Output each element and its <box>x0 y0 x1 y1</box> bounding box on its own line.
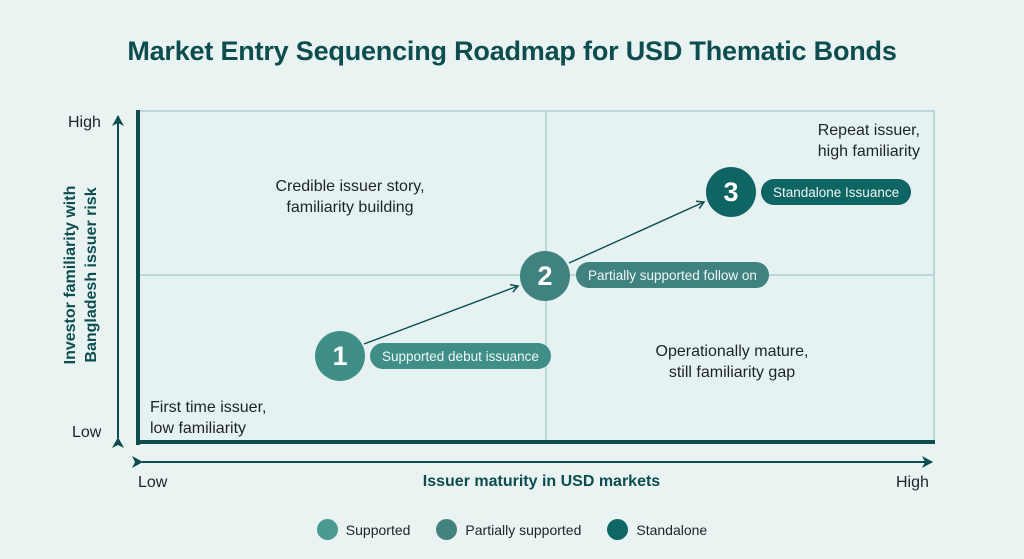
x-axis-title: Issuer maturity in USD markets <box>422 473 661 490</box>
quadrant-top-left-label: Credible issuer story, familiarity build… <box>275 178 425 216</box>
quadrant-top-right-label: Repeat issuer, high familiarity <box>817 122 920 160</box>
step-3-label-pill: Standalone Issuance <box>761 179 912 205</box>
legend-label: Standalone <box>636 521 708 538</box>
step-2-node: 2 <box>520 251 570 301</box>
step-2-label-pill: Partially supported follow on <box>576 262 769 288</box>
legend-swatch-supported <box>316 519 338 540</box>
right-border-gridline <box>933 110 935 442</box>
legend-swatch-standalone <box>607 519 629 540</box>
y-axis-low-label: Low <box>72 424 102 441</box>
step-1-label-pill: Supported debut issuance <box>370 343 551 369</box>
legend: Supported Partially supported Standalone <box>0 519 1024 540</box>
y-axis-frame <box>136 110 140 445</box>
arrow-step2-to-step3 <box>568 200 706 264</box>
legend-label: Supported <box>345 521 411 538</box>
x-axis-frame <box>136 440 935 444</box>
step-3-node: 3 <box>706 167 756 217</box>
arrow-step1-to-step2 <box>363 283 520 345</box>
x-axis-low-label: Low <box>138 474 168 491</box>
quadrant-bottom-left-label: First time issuer, low familiarity <box>150 399 267 437</box>
step-1-node: 1 <box>315 331 365 381</box>
legend-item-partially-supported: Partially supported <box>436 519 581 540</box>
top-border-gridline <box>138 110 935 112</box>
legend-item-supported: Supported <box>316 519 411 540</box>
legend-item-standalone: Standalone <box>607 519 707 540</box>
legend-swatch-partially-supported <box>436 519 458 540</box>
legend-label: Partially supported <box>465 521 582 538</box>
y-axis-high-label: High <box>68 114 101 131</box>
quadrant-bottom-right-label: Operationally mature, still familiarity … <box>655 343 809 381</box>
x-axis-high-label: High <box>896 474 929 491</box>
diagram-title: Market Entry Sequencing Roadmap for USD … <box>127 36 897 66</box>
